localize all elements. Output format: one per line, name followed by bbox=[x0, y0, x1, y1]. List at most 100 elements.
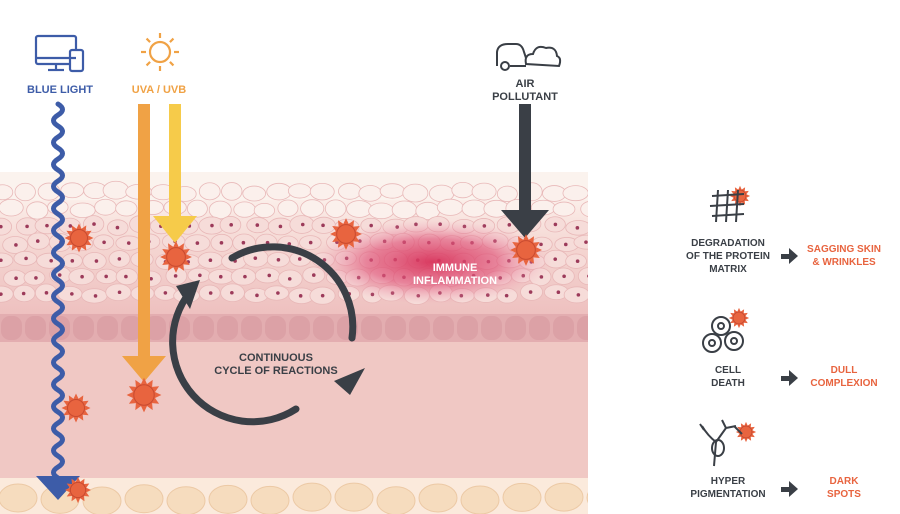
cell-nucleus bbox=[195, 241, 200, 245]
epidermis-cell bbox=[0, 217, 13, 236]
cell-nucleus bbox=[35, 239, 40, 243]
cell-nucleus bbox=[117, 290, 122, 295]
effect-arrows bbox=[781, 248, 798, 497]
cell-nucleus bbox=[298, 294, 303, 298]
fat-cell bbox=[0, 483, 38, 513]
epidermis-cell bbox=[379, 183, 405, 199]
cell-nucleus bbox=[556, 290, 561, 294]
dull-complexion-label: DULL COMPLEXION bbox=[810, 365, 878, 389]
cell-nucleus bbox=[255, 293, 259, 298]
cell-nucleus bbox=[300, 222, 305, 227]
cell-nucleus bbox=[21, 291, 26, 296]
basal-cells bbox=[1, 316, 588, 340]
basal-cell bbox=[121, 316, 142, 340]
basal-cell bbox=[97, 316, 118, 340]
basal-cell bbox=[433, 316, 454, 340]
cell-nucleus bbox=[44, 291, 49, 295]
cell-nucleus bbox=[575, 259, 580, 263]
cell-nucleus bbox=[562, 274, 566, 279]
uva-arrow bbox=[122, 104, 166, 382]
epidermis-cell bbox=[451, 181, 475, 199]
basal-cell bbox=[385, 316, 406, 340]
cell-nucleus bbox=[321, 223, 325, 228]
cell-nucleus bbox=[163, 291, 168, 295]
cell-nucleus bbox=[243, 274, 247, 279]
free-radical-icon bbox=[728, 307, 750, 329]
cell-nucleus bbox=[276, 291, 280, 295]
cell-nucleus bbox=[24, 256, 28, 261]
cell-nucleus bbox=[278, 224, 283, 229]
cell-nucleus bbox=[70, 259, 75, 263]
epidermis-cell bbox=[562, 185, 588, 202]
epidermis-cell bbox=[277, 199, 299, 217]
cell-nucleus bbox=[14, 276, 18, 281]
epidermis-cell bbox=[324, 199, 347, 218]
fat-cell bbox=[544, 482, 584, 512]
epidermis-cell bbox=[242, 185, 267, 202]
cell-nucleus bbox=[208, 258, 213, 263]
basal-cell bbox=[193, 316, 214, 340]
fat-cell bbox=[334, 482, 374, 512]
uvb-arrow bbox=[153, 104, 197, 243]
free-radical-icon bbox=[126, 377, 162, 413]
inflammation-zone bbox=[312, 220, 552, 304]
basal-cell bbox=[529, 316, 550, 340]
epidermis-cell bbox=[266, 182, 292, 201]
cell-nucleus bbox=[253, 256, 258, 260]
basal-cell bbox=[505, 316, 526, 340]
basal-cell bbox=[217, 316, 238, 340]
cell-nucleus bbox=[94, 259, 99, 263]
epidermis-cell bbox=[253, 202, 276, 219]
cell-nucleus bbox=[14, 243, 18, 247]
cell-nucleus bbox=[149, 276, 153, 281]
basal-cell bbox=[1, 316, 22, 340]
cell-nucleus bbox=[124, 274, 128, 279]
fat-cell bbox=[376, 486, 416, 514]
protein-degradation-label: DEGRADATION OF THE PROTEIN MATRIX bbox=[686, 238, 770, 275]
cell-nucleus bbox=[173, 274, 178, 278]
cell-nucleus bbox=[575, 226, 580, 230]
free-radicals bbox=[61, 185, 757, 504]
blue-light-arrow bbox=[36, 101, 80, 500]
cell-nucleus bbox=[219, 241, 224, 245]
cell-nucleus bbox=[25, 224, 29, 229]
epidermis-cell bbox=[186, 199, 208, 218]
cell-nucleus bbox=[92, 222, 96, 226]
epidermis-cell bbox=[0, 198, 24, 217]
basal-cell bbox=[265, 316, 286, 340]
epidermis-cell bbox=[436, 198, 464, 216]
free-radical-icon bbox=[510, 234, 542, 266]
cell-nucleus bbox=[563, 242, 568, 247]
basal-cell bbox=[313, 316, 334, 340]
fat-cell bbox=[124, 484, 164, 514]
cell-nucleus bbox=[576, 293, 581, 297]
cell-nucleus bbox=[320, 293, 325, 298]
epidermis-cell bbox=[346, 200, 373, 218]
epidermis-cell bbox=[208, 200, 232, 220]
free-radical-icon bbox=[729, 185, 751, 207]
fat-cell bbox=[460, 485, 500, 514]
cell-nucleus bbox=[507, 223, 512, 227]
cell-nucleus bbox=[0, 224, 3, 229]
cell-nucleus bbox=[584, 240, 588, 244]
free-radical-icon bbox=[61, 393, 91, 423]
fat-cells bbox=[0, 482, 588, 514]
epidermis-cell bbox=[471, 182, 497, 201]
basal-cell bbox=[241, 316, 262, 340]
cell-nucleus bbox=[218, 274, 223, 279]
cell-nucleus bbox=[210, 223, 214, 228]
protein-matrix-icon bbox=[709, 189, 745, 223]
fat-cell bbox=[292, 482, 332, 512]
epidermis-cell bbox=[577, 267, 588, 286]
monitor-icon bbox=[34, 34, 85, 73]
cell-nucleus bbox=[93, 294, 98, 298]
fat-cell bbox=[166, 486, 206, 514]
hyper-pigmentation-label: HYPER PIGMENTATION bbox=[690, 476, 766, 500]
free-radical-icon bbox=[65, 476, 91, 504]
cycle-arrows bbox=[169, 243, 365, 426]
blue-light-label: BLUE LIGHT bbox=[27, 84, 93, 96]
epidermis-cell bbox=[496, 185, 518, 202]
cell-nucleus bbox=[45, 223, 49, 228]
cell-nucleus bbox=[553, 222, 558, 227]
